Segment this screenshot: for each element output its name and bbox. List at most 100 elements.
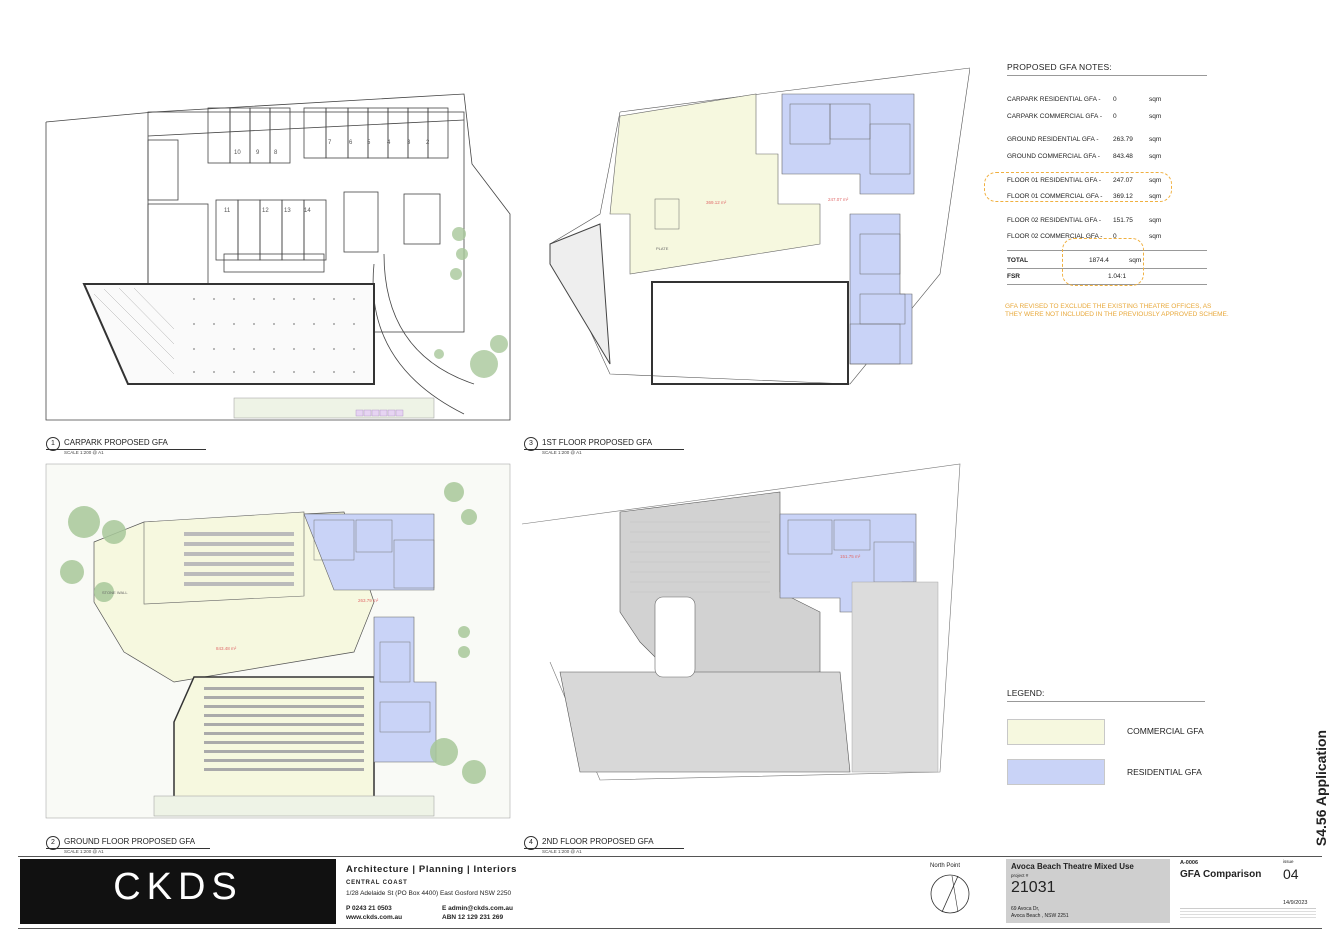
bay-label: 4 bbox=[387, 140, 391, 146]
legend-swatch-residential bbox=[1007, 759, 1105, 785]
note-row: FLOOR 02 RESIDENTIAL GFA - 151.75 sqm bbox=[1007, 217, 1207, 227]
bay-label: 6 bbox=[349, 140, 353, 146]
area-label: 369.12 m² bbox=[706, 200, 727, 205]
note-unit: sqm bbox=[1149, 153, 1162, 160]
revision-cloud bbox=[984, 172, 1172, 202]
note-value: 151.75 bbox=[1113, 217, 1133, 224]
project-address-line: Avoca Beach , NSW 2251 bbox=[1011, 913, 1069, 919]
firm-abn: ABN 12 129 231 269 bbox=[442, 914, 504, 921]
area-label: 263.79 m² bbox=[358, 598, 379, 603]
plan-title-carpark: 1 CARPARK PROPOSED GFA SCALE 1:200 @ A1 bbox=[46, 437, 206, 455]
note-row: CARPARK RESIDENTIAL GFA - 0 sqm bbox=[1007, 96, 1207, 106]
bay-label: 12 bbox=[262, 208, 269, 214]
note-row: FLOOR 02 COMMERCIAL GFA - 0 sqm bbox=[1007, 233, 1207, 243]
plan-scale: SCALE 1:200 @ A1 bbox=[542, 450, 582, 455]
note-value: 0 bbox=[1113, 113, 1117, 120]
bay-label: 3 bbox=[407, 140, 411, 146]
note-value: 247.07 bbox=[1113, 177, 1133, 184]
project-number-label: project # bbox=[1011, 873, 1029, 878]
note-label: FLOOR 02 COMMERCIAL GFA - bbox=[1007, 233, 1103, 240]
plan-title-text: 2ND FLOOR PROPOSED GFA bbox=[542, 837, 654, 846]
note-label: FLOOR 01 COMMERCIAL GFA - bbox=[1007, 193, 1103, 200]
area-label: 247.07 m² bbox=[828, 197, 849, 202]
bay-label: 11 bbox=[224, 208, 231, 214]
plan-number: 3 bbox=[524, 437, 538, 451]
area-label: 151.75 m² bbox=[840, 554, 861, 559]
issue-label: issue bbox=[1283, 859, 1294, 864]
legend-divider bbox=[1007, 701, 1205, 702]
firm-address: 1/28 Adelaide St (PO Box 4400) East Gosf… bbox=[346, 890, 512, 897]
legend-label-commercial: COMMERCIAL GFA bbox=[1127, 726, 1204, 736]
legend-title: LEGEND: bbox=[1007, 688, 1045, 698]
plan-scale: SCALE 1:200 @ A1 bbox=[542, 849, 582, 854]
title-block bbox=[18, 856, 1322, 929]
note-unit: sqm bbox=[1149, 96, 1162, 103]
total-value: 1874.4 bbox=[1089, 257, 1109, 264]
notes-heading: PROPOSED GFA NOTES: bbox=[1007, 62, 1112, 72]
note-row: FLOOR 01 RESIDENTIAL GFA - 247.07 sqm bbox=[1007, 177, 1207, 187]
firm-logo: CKDS bbox=[113, 866, 243, 908]
legend-label-residential: RESIDENTIAL GFA bbox=[1127, 767, 1202, 777]
plan-number: 4 bbox=[524, 836, 538, 850]
bay-label: 13 bbox=[284, 208, 291, 214]
firm-email: E admin@ckds.com.au bbox=[442, 905, 513, 912]
drawing-title: GFA Comparison bbox=[1180, 869, 1262, 880]
firm-disciplines: Architecture | Planning | Interiors bbox=[346, 864, 517, 875]
firm-phone: P 0243 21 0503 bbox=[346, 905, 392, 912]
plan-title-ground-floor: 2 GROUND FLOOR PROPOSED GFA SCALE 1:200 @… bbox=[46, 836, 210, 854]
note-unit: sqm bbox=[1149, 217, 1162, 224]
fineprint-block bbox=[1180, 908, 1316, 918]
drawing-date: 14/9/2023 bbox=[1283, 900, 1308, 906]
plan-scale: SCALE 1:200 @ A1 bbox=[64, 450, 104, 455]
note-value: 0 bbox=[1113, 233, 1117, 240]
bay-label: 8 bbox=[274, 150, 278, 156]
revision-note-line: THEY WERE NOT INCLUDED IN THE PREVIOUSLY… bbox=[1005, 311, 1229, 318]
legend-swatch-commercial bbox=[1007, 719, 1105, 745]
plan-title-text: CARPARK PROPOSED GFA bbox=[64, 438, 168, 447]
note-label: FLOOR 01 RESIDENTIAL GFA - bbox=[1007, 177, 1102, 184]
project-number: 21031 bbox=[1011, 879, 1056, 896]
total-label: TOTAL bbox=[1007, 257, 1029, 264]
second-floor-plan: 151.75 m² bbox=[520, 462, 970, 792]
north-point-label: North Point bbox=[930, 863, 961, 869]
note-unit: sqm bbox=[1149, 233, 1162, 240]
north-arrow-icon bbox=[928, 872, 972, 921]
plan-scale: SCALE 1:200 @ A1 bbox=[64, 849, 104, 854]
project-name: Avoca Beach Theatre Mixed Use bbox=[1011, 862, 1134, 871]
note-label: CARPARK COMMERCIAL GFA - bbox=[1007, 113, 1102, 120]
plate-label: PLATE bbox=[656, 246, 669, 251]
fsr-value: 1.04:1 bbox=[1108, 273, 1127, 280]
plan-title-text: 1ST FLOOR PROPOSED GFA bbox=[542, 438, 653, 447]
revision-note-line: GFA REVISED TO EXCLUDE THE EXISTING THEA… bbox=[1005, 303, 1212, 310]
firm-website: www.ckds.com.au bbox=[346, 914, 403, 921]
note-unit: sqm bbox=[1149, 136, 1162, 143]
bay-label: 14 bbox=[304, 208, 311, 214]
first-floor-plan: 369.12 m² 247.07 m² PLATE bbox=[520, 64, 970, 394]
note-label: CARPARK RESIDENTIAL GFA - bbox=[1007, 96, 1101, 103]
note-label: GROUND RESIDENTIAL GFA - bbox=[1007, 136, 1099, 143]
note-row: FLOOR 01 COMMERCIAL GFA - 369.12 sqm bbox=[1007, 193, 1207, 203]
project-address-line: 69 Avoca Dr, bbox=[1011, 906, 1040, 912]
logo-panel bbox=[20, 859, 336, 924]
note-label: GROUND COMMERCIAL GFA - bbox=[1007, 153, 1100, 160]
application-label: S4.56 Application bbox=[1313, 729, 1329, 847]
note-unit: sqm bbox=[1149, 113, 1162, 120]
area-label: 843.48 m² bbox=[216, 646, 237, 651]
note-unit: sqm bbox=[1149, 193, 1162, 200]
bay-label: 9 bbox=[256, 150, 260, 156]
note-label: FLOOR 02 RESIDENTIAL GFA - bbox=[1007, 217, 1102, 224]
issue-number: 04 bbox=[1283, 866, 1299, 882]
plan-title-text: GROUND FLOOR PROPOSED GFA bbox=[64, 837, 196, 846]
note-value: 843.48 bbox=[1113, 153, 1133, 160]
note-value: 0 bbox=[1113, 96, 1117, 103]
plan-number: 1 bbox=[46, 437, 60, 451]
note-value: 369.12 bbox=[1113, 193, 1133, 200]
note-value: 263.79 bbox=[1113, 136, 1133, 143]
bay-label: 2 bbox=[426, 140, 430, 146]
gfa-notes: PROPOSED GFA NOTES: CARPARK RESIDENTIAL … bbox=[1007, 62, 1207, 292]
note-unit: sqm bbox=[1149, 177, 1162, 184]
plan-number: 2 bbox=[46, 836, 60, 850]
firm-region: CENTRAL COAST bbox=[346, 880, 408, 886]
bay-label: 5 bbox=[367, 140, 371, 146]
